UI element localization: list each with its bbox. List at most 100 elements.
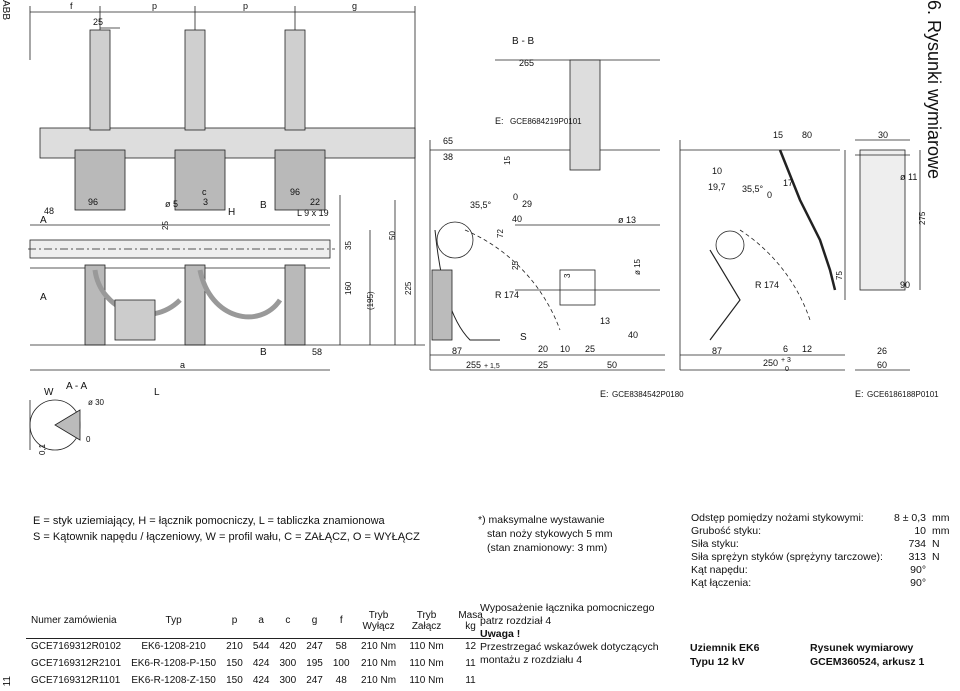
r174-1: R 174 xyxy=(495,290,519,300)
col-header: p xyxy=(231,615,238,627)
dim-58b: 19,7 xyxy=(708,182,726,192)
drawing-title: Rysunek wymiarowy GCEM360524, arkusz 1 xyxy=(810,642,925,668)
dim-58: 38 xyxy=(443,152,453,162)
label-l9x19: L 9 x 19 xyxy=(297,208,329,218)
dim-19-7: ø 30 xyxy=(88,398,105,407)
e-letter-1: E: xyxy=(495,116,504,126)
dim-17: 17 xyxy=(783,178,793,188)
dimension-drawing: f p p g 25 B - B 265 E: GCE8684219P0101 … xyxy=(28,1,939,455)
accessory-note: Wyposażenie łącznika pomocniczego patrz … xyxy=(480,602,659,667)
col-header: c xyxy=(285,615,291,627)
dim-36: 58 xyxy=(312,347,322,357)
dim-255: 255 xyxy=(466,360,481,370)
accessory-line-5: montażu z rozdziału 4 xyxy=(480,654,583,666)
dim-90b: 10 xyxy=(712,166,722,176)
dim-250: 250 xyxy=(763,358,778,368)
dim-25-vert: 25 xyxy=(161,221,170,230)
dim-48: 48 xyxy=(44,206,54,216)
letter-l: L xyxy=(154,387,160,398)
dim-10b: 40 xyxy=(628,330,638,340)
dim-20: 10 xyxy=(560,344,570,354)
dim-6: 6 xyxy=(783,344,788,354)
page-number: 11 xyxy=(2,676,13,687)
letter-s: S xyxy=(520,332,527,343)
brand-label: ABB xyxy=(0,0,11,21)
letter-a2: A xyxy=(40,292,47,303)
dim-o11: ø 11 xyxy=(900,172,917,182)
label-aa: A - A xyxy=(66,381,87,392)
dim-72-vert: 3 xyxy=(563,273,572,278)
dim-p2: p xyxy=(243,1,248,11)
col-header: Typ xyxy=(165,615,182,627)
param-row: Kąt napędu:90° xyxy=(691,564,927,576)
dim-30: 30 xyxy=(878,130,888,140)
r174-2: R 174 xyxy=(755,280,779,290)
tol-1: + 1,5 xyxy=(484,363,500,370)
col-header: Tryb Załącz xyxy=(411,609,442,632)
col-header: f xyxy=(339,615,343,627)
dim-80: 80 xyxy=(802,130,812,140)
dim-p1: p xyxy=(152,1,157,11)
col-header: Masa kg xyxy=(458,609,483,632)
accessory-warning: Uwaga ! xyxy=(480,628,521,640)
dim-90: 65 xyxy=(443,136,453,146)
dim-65-vert: 15 xyxy=(503,156,512,165)
dim-87a: 87 xyxy=(452,346,462,356)
dim-15: 40 xyxy=(512,214,522,224)
e-letter-2: E: xyxy=(600,389,609,399)
accessory-line-4: Przestrzegać wskazówek dotyczących xyxy=(480,641,659,653)
dim-160-vert: 160 xyxy=(344,281,353,295)
dim-o13: 13 xyxy=(600,316,610,326)
accessory-line-1: Wyposażenie łącznika pomocniczego xyxy=(480,602,655,614)
letter-b2: B xyxy=(260,347,267,358)
legend: E = styk uziemiający, H = łącznik pomocn… xyxy=(33,513,420,545)
angle-90: 0 xyxy=(86,435,91,444)
footnote-line-3: (stan znamionowy: 3 mm) xyxy=(487,542,608,554)
dim-o13b: 90 xyxy=(900,280,910,290)
legend-line-2: S = Kątownik napędu / łączeniowy, W = pr… xyxy=(33,531,420,543)
angle-1: 35,5° xyxy=(470,200,492,210)
dim-195-vert: (195) xyxy=(366,291,375,310)
tol-2: + 3 xyxy=(781,357,791,364)
part-e2: GCE8384542P0180 xyxy=(612,390,684,399)
letter-b1: B xyxy=(260,200,267,211)
dim-265: 265 xyxy=(519,58,534,68)
letter-a1: A xyxy=(40,215,47,226)
dim-f: f xyxy=(70,1,73,11)
tol-2b: 0 xyxy=(785,366,789,373)
letter-a-small: a xyxy=(180,360,185,370)
dim-96b: 96 xyxy=(290,187,300,197)
dim-50b: 50 xyxy=(607,360,617,370)
dim-22: 22 xyxy=(310,197,320,207)
angle-2: 35,5° xyxy=(742,184,764,194)
dim-25b: 25 xyxy=(585,344,595,354)
param-row: Odstęp pomiędzy nożami stykowymi:8 ± 0,3… xyxy=(691,512,950,524)
orders-table: Numer zamówienia Typ p a c g f Tryb Wyłą… xyxy=(26,604,491,689)
dim-96a: 96 xyxy=(88,197,98,207)
dim-117-vert: ø 15 xyxy=(633,258,642,275)
dim-12: 12 xyxy=(802,344,812,354)
footnote: *) maksymalne wystawanie stan noży styko… xyxy=(478,513,612,555)
col-header: g xyxy=(311,615,318,627)
footnote-line-2: stan noży stykowych 5 mm xyxy=(487,528,613,540)
col-header: a xyxy=(258,615,264,627)
zero-2: 0 xyxy=(767,190,772,200)
part-e1: GCE8684219P0101 xyxy=(510,117,582,126)
dim-o30-vert: 0,1 xyxy=(38,443,47,455)
letter-h: H xyxy=(228,207,235,218)
col-header: Tryb Wyłącz xyxy=(362,609,395,632)
footnote-line-1: *) maksymalne wystawanie xyxy=(478,514,605,526)
dim-87b: 87 xyxy=(712,346,722,356)
param-row: Kąt łączenia:90° xyxy=(691,577,927,589)
accessory-line-2: patrz rozdział 4 xyxy=(480,615,552,627)
letter-w: W xyxy=(44,387,54,398)
parameters-table: Odstęp pomiędzy nożami stykowymi:8 ± 0,3… xyxy=(688,512,953,590)
dim-25: 25 xyxy=(93,17,103,27)
dim-40-vert: 25 xyxy=(511,261,520,270)
dim-g: g xyxy=(352,1,357,11)
